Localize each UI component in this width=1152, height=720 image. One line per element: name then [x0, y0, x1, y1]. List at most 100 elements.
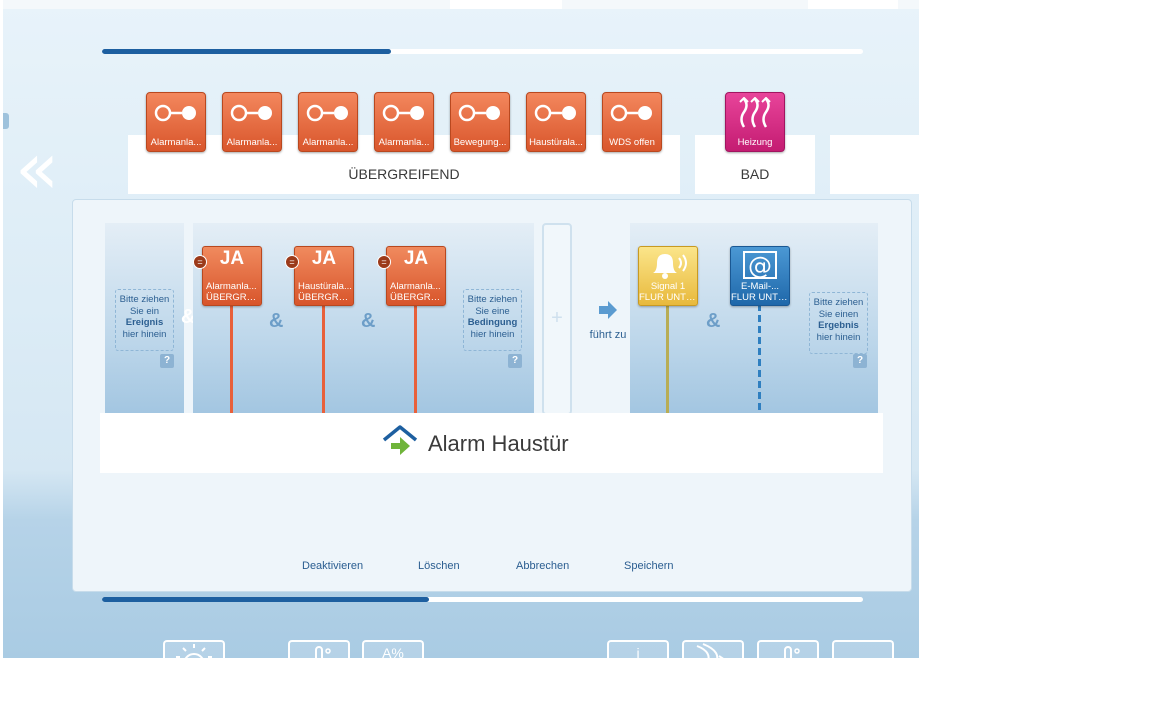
condition-room: ÜBERGREIF... [298, 292, 353, 303]
result-connector [666, 304, 669, 413]
device-icon[interactable] [832, 640, 894, 658]
condition-device: Alarmanla... [206, 281, 257, 292]
rule-name-bar: Alarm Haustür [100, 413, 883, 473]
dropzone-text: Bitte ziehen [467, 294, 518, 305]
tile-label: Alarmanla... [302, 137, 354, 148]
bell-icon [639, 249, 697, 281]
event-dropzone[interactable]: Bitte ziehen Sie ein Ereignis hier hinei… [115, 289, 174, 351]
delete-button[interactable]: Löschen [418, 560, 460, 572]
arrow-right-icon [599, 301, 617, 319]
palette-tile[interactable]: WDS offen [602, 92, 662, 152]
equals-badge[interactable]: = [193, 255, 207, 269]
dropzone-text-bold: Bedingung [467, 317, 518, 328]
dropzone-text: Sie einen [818, 308, 859, 320]
palette-tile[interactable]: Alarmanla... [222, 92, 282, 152]
signal-icon[interactable] [682, 640, 744, 658]
switch-icon [451, 97, 509, 129]
switch-icon [603, 97, 661, 129]
and-symbol: & [181, 306, 196, 328]
plus-icon: + [551, 307, 563, 329]
and-symbol: & [706, 310, 721, 332]
rule-editor-app: « » ÜBERGREIFEND BAD Alarmanla...Alarman… [3, 0, 919, 658]
switch-icon [527, 97, 585, 129]
condition-device: Haustürala... [298, 281, 352, 292]
tile-label: Alarmanla... [378, 137, 430, 148]
tile-label: Alarmanla... [150, 137, 202, 148]
save-button[interactable]: Speichern [624, 560, 674, 572]
palette-tile[interactable]: Alarmanla... [298, 92, 358, 152]
result-device: E-Mail-... [741, 281, 779, 292]
state-label: JA [311, 248, 337, 269]
dropzone-text-bold: Ereignis [125, 317, 164, 328]
palette-tile[interactable]: Heizung [725, 92, 785, 152]
equals-badge[interactable]: = [377, 255, 391, 269]
switch-icon [299, 97, 357, 129]
side-handle[interactable] [3, 113, 9, 129]
scroll-left-button[interactable]: « [15, 126, 60, 210]
dropzone-text: Sie eine [475, 305, 510, 317]
cancel-button[interactable]: Abbrechen [516, 560, 570, 572]
email-at-icon: @ [731, 249, 789, 281]
humidity-icon[interactable]: A% [362, 640, 424, 658]
condition-connector [230, 304, 233, 413]
condition-card[interactable]: JA Haustürala...ÜBERGREIF... [294, 246, 354, 306]
leads-to-label: führt zu [589, 329, 627, 341]
top-bar [3, 0, 919, 9]
result-connector [758, 304, 761, 413]
group-label: ÜBERGREIFEND [348, 166, 460, 182]
palette-tile[interactable]: Haustürala... [526, 92, 586, 152]
tile-label: Bewegung... [453, 137, 507, 148]
and-symbol: & [361, 310, 376, 332]
tile-label: WDS offen [609, 137, 655, 148]
result-dropzone[interactable]: Bitte ziehen Sie einen Ergebnis hier hin… [809, 292, 868, 354]
switch-icon [223, 97, 281, 129]
palette-tile[interactable]: Alarmanla... [374, 92, 434, 152]
progress-bar-bottom [102, 597, 863, 602]
switch-icon [147, 97, 205, 129]
dropzone-text: Bitte ziehen [119, 294, 170, 305]
dropzone-text: Sie ein [129, 305, 160, 317]
rule-panel: Bitte ziehen Sie ein Ereignis hier hinei… [72, 199, 912, 592]
dropzone-text: hier hinein [470, 328, 515, 340]
palette-tile[interactable]: Alarmanla... [146, 92, 206, 152]
result-device: Signal 1 [650, 281, 686, 292]
deactivate-button[interactable]: Deaktivieren [302, 560, 364, 572]
state-label: JA [403, 248, 429, 269]
help-icon[interactable]: ? [853, 354, 867, 368]
leads-to: führt zu [578, 300, 638, 341]
tile-label: Haustürala... [529, 137, 583, 148]
progress-bar-top [102, 49, 863, 54]
condition-connector [414, 304, 417, 413]
sun-icon[interactable] [163, 640, 225, 658]
add-column-button[interactable]: + [542, 223, 572, 415]
thermometer-icon[interactable] [288, 640, 350, 658]
result-room: FLUR UNTEN [639, 292, 697, 303]
result-room: FLUR UNTEN [731, 292, 789, 303]
rule-name[interactable]: Alarm Haustür [428, 431, 569, 456]
result-card[interactable]: @E-Mail-...FLUR UNTEN [730, 246, 790, 306]
thermometer-icon[interactable] [757, 640, 819, 658]
svg-text:@: @ [748, 252, 772, 280]
dropzone-text-bold: Ergebnis [818, 320, 859, 331]
help-icon[interactable]: ? [160, 354, 174, 368]
switch-icon [375, 97, 433, 129]
equals-badge[interactable]: = [285, 255, 299, 269]
tile-label: Alarmanla... [226, 137, 278, 148]
house-arrow-icon [382, 425, 418, 455]
condition-connector [322, 304, 325, 413]
dropzone-text: Bitte ziehen [813, 297, 864, 308]
dropzone-text: hier hinein [816, 331, 861, 343]
event-column: Bitte ziehen Sie ein Ereignis hier hinei… [105, 223, 184, 413]
help-icon[interactable]: ? [508, 354, 522, 368]
group-label: BAD [740, 166, 770, 182]
info-icon[interactable]: i [607, 640, 669, 658]
condition-device: Alarmanla... [390, 281, 441, 292]
and-symbol: & [269, 310, 284, 332]
condition-dropzone[interactable]: Bitte ziehen Sie eine Bedingung hier hin… [463, 289, 522, 351]
palette-tile[interactable]: Bewegung... [450, 92, 510, 152]
dropzone-text: hier hinein [122, 328, 167, 340]
group-next [830, 135, 919, 194]
